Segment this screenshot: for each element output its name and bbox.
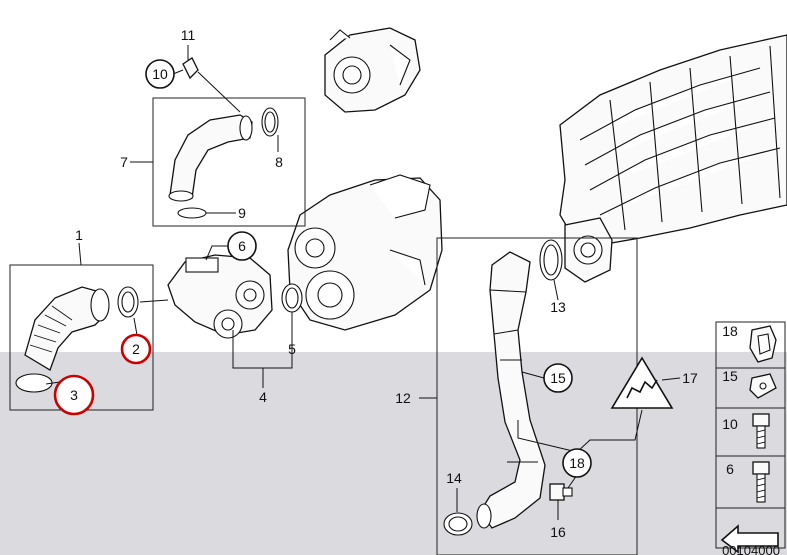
clamp-bracket-icon xyxy=(749,325,777,363)
upper-turbocharger xyxy=(324,27,421,113)
shaded-background xyxy=(0,352,787,555)
callout-14: 14 xyxy=(446,470,462,486)
intake-boot-1 xyxy=(24,286,110,371)
legend-cell-arrow xyxy=(715,507,786,549)
callout-10: 10 xyxy=(152,66,168,82)
callout-circle-15 xyxy=(543,363,573,393)
callout-5: 5 xyxy=(288,341,296,357)
seal-ring-8-inner xyxy=(264,111,276,133)
callout-8: 8 xyxy=(275,154,283,170)
legend-column: 00104000 18 15 10 6 xyxy=(715,321,786,555)
callout-circle-18 xyxy=(562,448,592,478)
callout-2: 2 xyxy=(132,341,140,357)
callout-9: 9 xyxy=(238,205,246,221)
highlight-circle-2 xyxy=(120,333,152,365)
callout-circle-10 xyxy=(145,59,175,89)
charge-pipe-12 xyxy=(476,251,546,529)
charge-pipe-7 xyxy=(168,114,253,202)
seal-ring-13-inner xyxy=(543,244,559,276)
callout-12: 12 xyxy=(395,390,411,406)
lower-turbocharger xyxy=(287,174,443,331)
caution-triangle-icon xyxy=(610,356,674,409)
seal-ring-14-inner xyxy=(448,516,468,532)
callout-6: 6 xyxy=(238,238,246,254)
seal-ring-5-inner xyxy=(285,287,299,309)
legend-label-6: 6 xyxy=(726,461,734,477)
callout-15: 15 xyxy=(550,370,566,386)
footer-code: 00104000 xyxy=(722,543,780,555)
valve-housing-4 xyxy=(167,254,273,339)
arrow-direction-icon xyxy=(720,524,779,554)
callout-11: 11 xyxy=(181,27,196,43)
clip-nut-icon xyxy=(749,373,777,399)
callout-7: 7 xyxy=(120,154,128,170)
callout-13: 13 xyxy=(550,299,566,315)
bracket-11 xyxy=(182,57,199,80)
seal-ring-3 xyxy=(15,373,53,393)
callout-3: 3 xyxy=(70,387,78,403)
seal-ring-9 xyxy=(177,207,207,219)
legend-label-18: 18 xyxy=(722,323,738,339)
seal-ring-2-inner xyxy=(121,291,135,313)
legend-label-10: 10 xyxy=(722,416,738,432)
intake-manifold xyxy=(559,34,787,283)
legend-label-15: 15 xyxy=(722,368,738,384)
hex-socket-bolt-icon-2 xyxy=(752,461,770,503)
callout-16: 16 xyxy=(550,524,566,540)
callout-17: 17 xyxy=(682,370,698,386)
hex-socket-bolt-icon xyxy=(752,413,770,449)
callout-circle-6 xyxy=(227,231,257,261)
callout-4: 4 xyxy=(259,389,267,405)
highlight-circle-3 xyxy=(53,374,95,416)
callout-1: 1 xyxy=(75,227,83,243)
callout-18: 18 xyxy=(569,455,585,471)
sensor-16 xyxy=(549,483,573,501)
